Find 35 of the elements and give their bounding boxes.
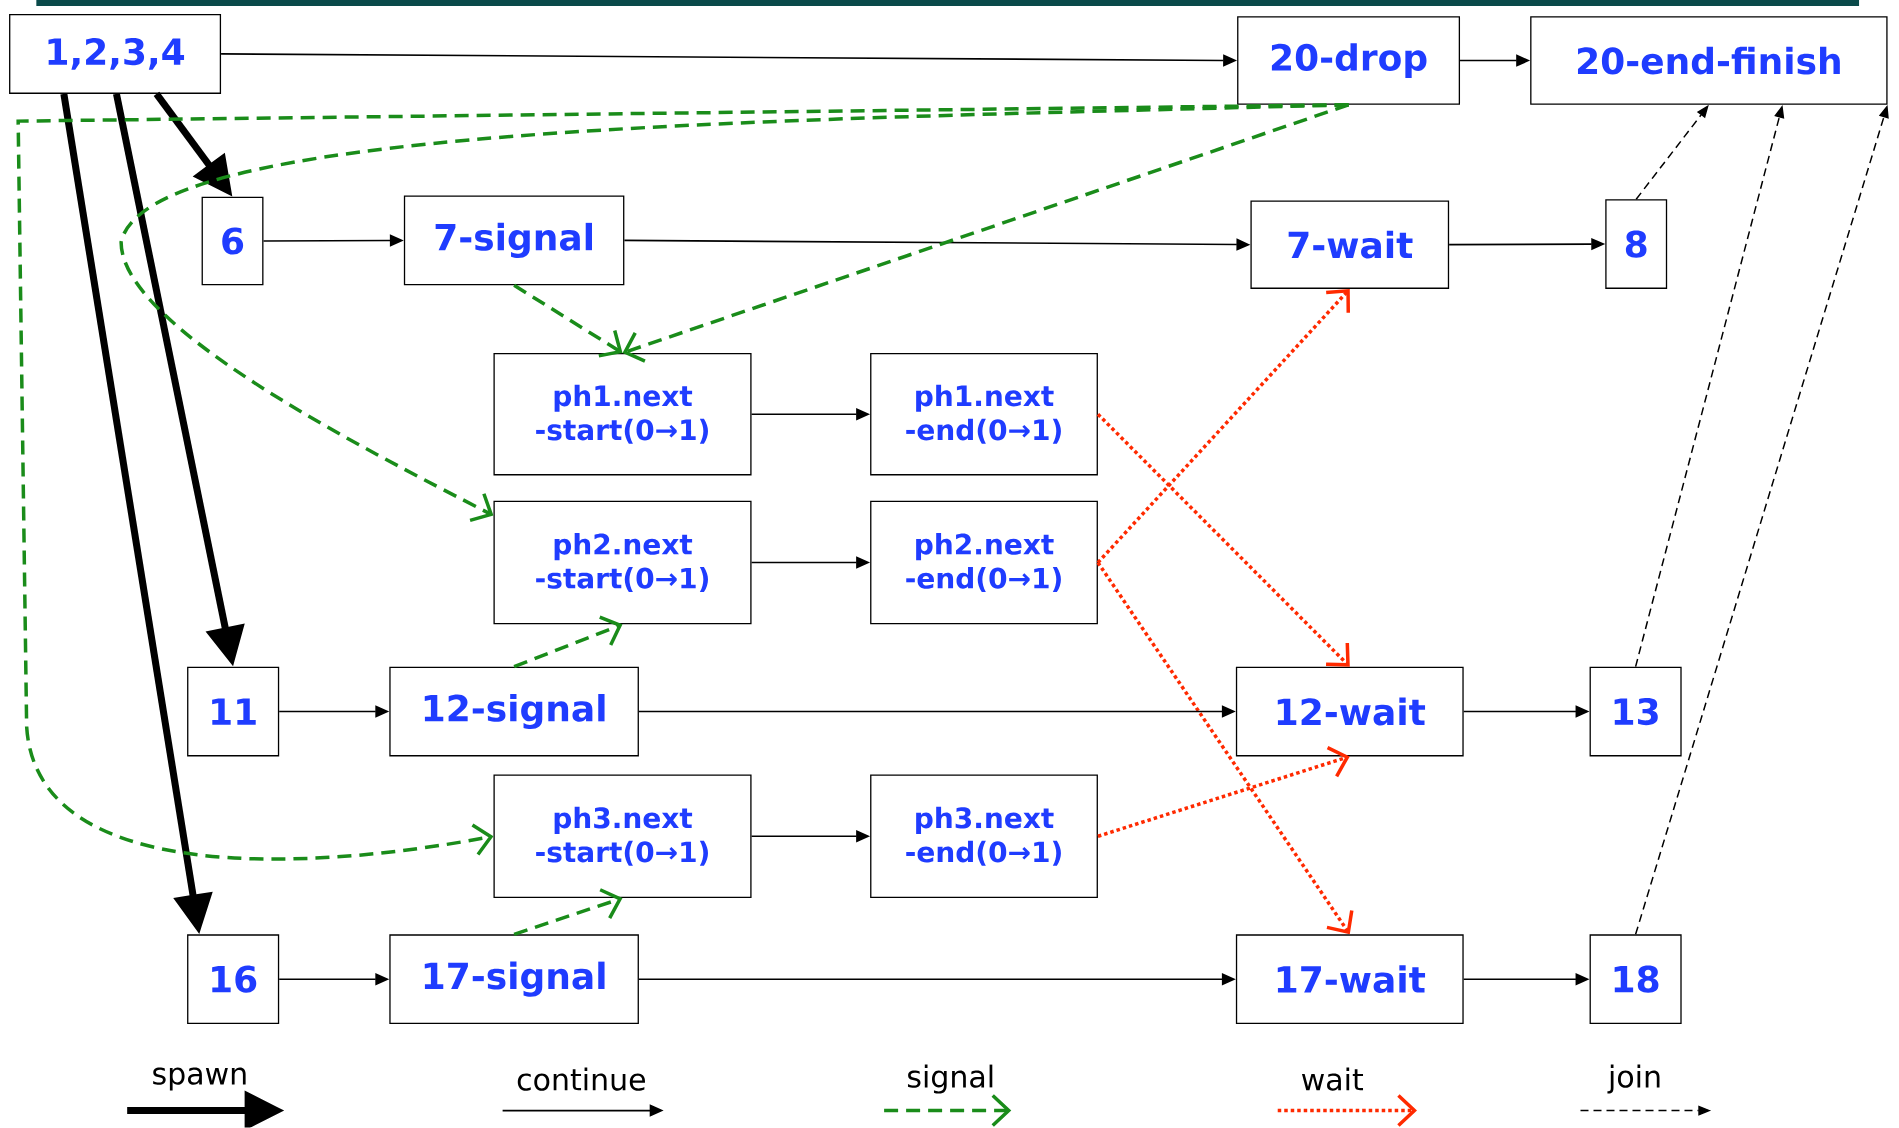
step-box: 7-signal [403,195,625,286]
step-box: 6 [201,197,264,286]
legend-label: join [1607,1064,1660,1094]
step-box: 17-signal [389,934,639,1025]
dashed-arrow [513,284,623,358]
phase-box: ph3.next -end(0→1) [870,774,1098,899]
step-box: 11 [187,666,280,757]
dashed-arrow [16,103,1349,861]
legend-label: signal [908,1064,993,1094]
dotted-arrow [1096,561,1354,935]
phase-box: ph2.next -start(0→1) [493,501,752,625]
step-box: 8 [1605,199,1668,290]
step-box: 17-wait [1235,934,1464,1025]
step-box: 12-wait [1235,666,1464,757]
step-box: 1,2,3,4 [9,14,222,95]
step-box: 12-signal [389,666,639,757]
dotted-arrow [1097,746,1350,839]
legend-label: continue [517,1067,645,1091]
dashed-arrow [513,888,623,937]
legend-label: wait [1301,1067,1363,1091]
step-box: 16 [187,934,280,1025]
dashed-arrow [1635,105,1709,201]
step-box: 7-wait [1250,200,1450,290]
dashed-arrow [513,615,623,669]
step-box: 20-drop [1237,16,1460,106]
dotted-arrow [1096,413,1350,667]
phase-box: ph2.next -end(0→1) [870,501,1098,625]
step-box: 13 [1589,666,1682,757]
step-box: 20-end-finish [1530,16,1888,106]
legend-label: spawn [153,1067,246,1091]
phase-box: ph1.next -end(0→1) [870,353,1098,476]
dotted-arrow [1096,289,1350,564]
phase-box: ph3.next -start(0→1) [493,774,752,899]
step-box: 18 [1589,934,1682,1025]
phase-box: ph1.next -start(0→1) [493,353,752,476]
